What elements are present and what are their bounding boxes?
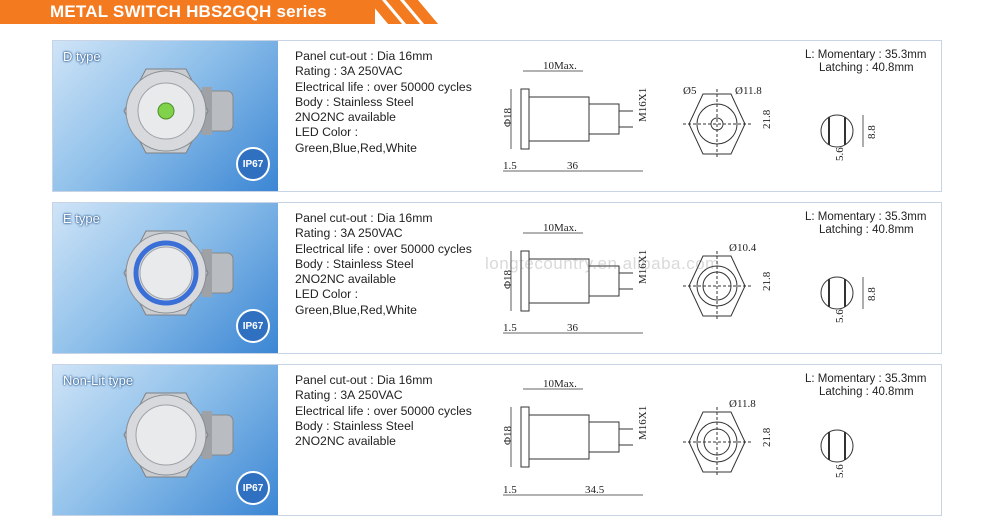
led-ring [133, 240, 199, 306]
dimension-drawing: 10Max. Φ18 M16X1 1.5 36 Ø5 Ø11.8 21.8 [502, 60, 773, 172]
dim-length: 36 [567, 160, 579, 172]
watermark: longtecountry.en.alibaba.com [485, 254, 720, 273]
type-label: Non-Lit type [63, 373, 134, 388]
dim-dia-side: Φ18 [502, 425, 514, 445]
switch-image [123, 392, 234, 478]
banner-bar [0, 0, 375, 24]
spec-line: Panel cut-out : Dia 16mm [295, 373, 433, 387]
dim-pin-b: 5.6 [834, 464, 846, 478]
pin-diagram: 8.8 5.6 [820, 276, 878, 323]
spec-line: Body : Stainless Steel [295, 418, 414, 433]
dim-face-b: Ø10.4 [729, 242, 757, 254]
spec-line: Body : Stainless Steel [295, 94, 414, 109]
spec-line: Rating : 3A 250VAC [295, 64, 403, 79]
dim-hex: 21.8 [761, 427, 773, 447]
spec-line: 2NO2NC available [295, 110, 396, 125]
dim-top: 10Max. [543, 222, 577, 234]
dim-length: 34.5 [585, 484, 605, 496]
switch-image [123, 230, 234, 316]
product-photo: E type IP67 [53, 203, 278, 353]
note-momentary: L: Momentary : 35.3mm [805, 49, 927, 61]
led-indicator [157, 102, 175, 120]
series-banner: METAL SWITCH HBS2GQH series [0, 0, 439, 24]
type-label: E type [63, 211, 100, 226]
dim-face-b: Ø11.8 [729, 398, 756, 410]
dim-hex: 21.8 [761, 271, 773, 291]
product-photo: D type IP67 [53, 41, 278, 191]
switch-image [123, 68, 234, 154]
dim-pin-a: 8.8 [866, 125, 878, 139]
dim-left: 1.5 [503, 322, 517, 334]
ip67-badge: IP67 [236, 309, 270, 343]
note-latching: Latching : 40.8mm [819, 385, 914, 398]
spec-list: Panel cut-out : Dia 16mm Rating : 3A 250… [295, 211, 472, 318]
spec-line: 2NO2NC available [295, 272, 396, 287]
spec-line: Panel cut-out : Dia 16mm [295, 211, 433, 225]
spec-list: Panel cut-out : Dia 16mm Rating : 3A 250… [295, 373, 472, 449]
dim-hex: 21.8 [761, 109, 773, 129]
type-label: D type [63, 49, 101, 64]
dimension-drawing: 10Max. Φ18 M16X1 1.5 34.5 Ø11.8 21.8 [502, 378, 773, 496]
dim-top: 10Max. [543, 60, 577, 72]
dim-pin-b: 5.6 [834, 309, 846, 323]
length-note: L: Momentary : 35.3mm Latching : 40.8mm [805, 211, 926, 236]
dim-left: 1.5 [503, 484, 517, 496]
dim-top: 10Max. [543, 378, 577, 390]
spec-line: Rating : 3A 250VAC [295, 226, 403, 241]
spec-line: Electrical life : over 50000 cycles [295, 79, 472, 94]
spec-line: LED Color : [295, 125, 358, 140]
note-momentary: L: Momentary : 35.3mm [805, 211, 927, 223]
spec-line: Green,Blue,Red,White [295, 140, 417, 155]
ip67-badge: IP67 [236, 471, 270, 505]
spec-list: Panel cut-out : Dia 16mm Rating : 3A 250… [295, 49, 472, 156]
dim-dia-side: Φ18 [502, 269, 514, 289]
dim-left: 1.5 [503, 160, 517, 172]
dim-thread: M16X1 [637, 250, 649, 284]
dim-length: 36 [567, 322, 579, 334]
product-row-non-lit-type: Non-Lit type IP67 Panel cut-out : Dia 16… [52, 364, 942, 516]
spec-line: Electrical life : over 50000 cycles [295, 241, 472, 256]
spec-line: Panel cut-out : Dia 16mm [295, 49, 433, 63]
note-momentary: L: Momentary : 35.3mm [805, 373, 927, 385]
pin-diagram: 8.8 5.6 [820, 114, 878, 161]
note-latching: Latching : 40.8mm [819, 223, 914, 236]
spec-line: Rating : 3A 250VAC [295, 388, 403, 403]
dim-pin-b: 5.6 [834, 147, 846, 161]
ip67-badge: IP67 [236, 147, 270, 181]
dim-face-b: Ø11.8 [735, 85, 762, 97]
dim-pin-a: 8.8 [866, 287, 878, 301]
spec-line: Body : Stainless Steel [295, 256, 414, 271]
dimension-drawing: 10Max. Φ18 M16X1 1.5 36 Ø10.4 21.8 [502, 222, 773, 334]
pin-diagram: 5.6 [820, 429, 854, 478]
product-row-d-type: D type IP67 Panel cut-out : Dia 16mm Rat… [52, 40, 942, 192]
spec-line: 2NO2NC available [295, 434, 396, 449]
banner-title: METAL SWITCH HBS2GQH series [50, 2, 327, 21]
spec-line: Electrical life : over 50000 cycles [295, 403, 472, 418]
dim-thread: M16X1 [637, 406, 649, 440]
length-note: L: Momentary : 35.3mm Latching : 40.8mm [805, 373, 926, 398]
spec-line: LED Color : [295, 287, 358, 302]
product-photo: Non-Lit type IP67 [53, 365, 278, 515]
spec-line: Green,Blue,Red,White [295, 302, 417, 317]
length-note: L: Momentary : 35.3mm Latching : 40.8mm [805, 49, 926, 74]
dim-dia-side: Φ18 [502, 107, 514, 127]
note-latching: Latching : 40.8mm [819, 61, 914, 74]
product-row-e-type: E type IP67 Panel cut-out : Dia 16mm Rat… [52, 202, 942, 354]
dim-thread: M16X1 [637, 88, 649, 122]
dim-face-a: Ø5 [683, 85, 697, 97]
